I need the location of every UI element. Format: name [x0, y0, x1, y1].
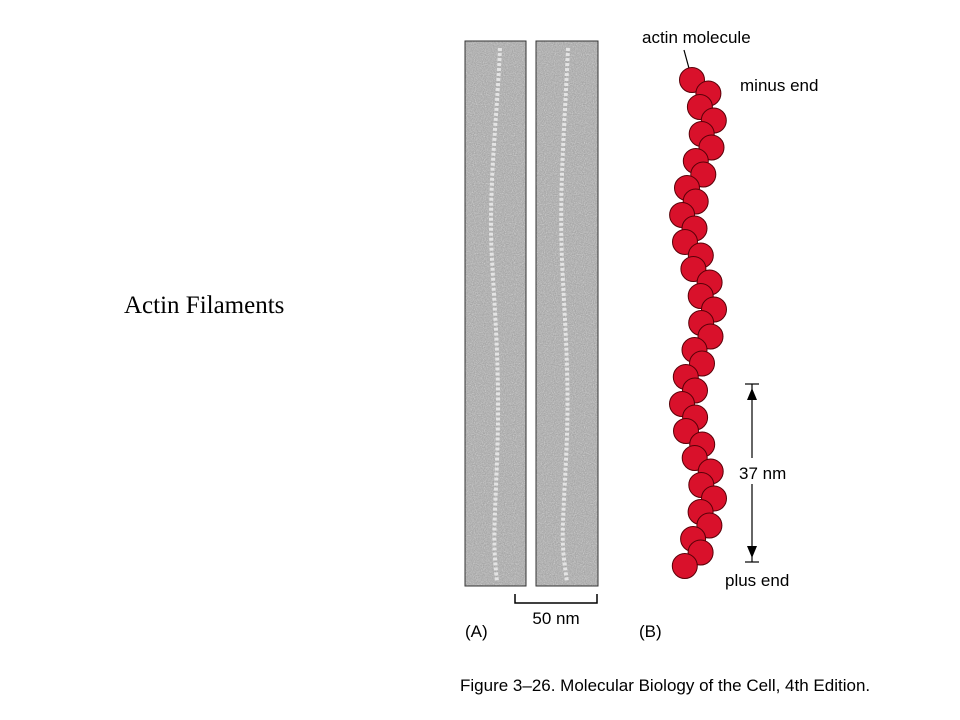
repeat-arrowhead-up	[747, 388, 757, 400]
actin-model-panel-b: actin molecule minus end 37 nm plus end …	[639, 28, 818, 641]
minus-end-label: minus end	[740, 76, 818, 95]
repeat-label-background	[734, 458, 806, 484]
micrograph-left-border	[464, 40, 527, 587]
slide-title: Actin Filaments	[124, 292, 285, 319]
repeat-arrowhead-down	[747, 546, 757, 558]
actin-molecule-label: actin molecule	[642, 28, 751, 47]
figure-caption: Figure 3–26. Molecular Biology of the Ce…	[460, 676, 871, 695]
panel-b-label: (B)	[639, 622, 662, 641]
micrograph-panel-a: 50 nm (A)	[464, 40, 599, 641]
actin-subunit	[671, 553, 698, 579]
micrograph-right-border	[535, 40, 599, 587]
plus-end-label: plus end	[725, 571, 789, 590]
repeat-length-label: 37 nm	[739, 464, 786, 483]
micrograph-right-grain	[536, 41, 598, 586]
actin-subunit-helix	[669, 67, 727, 579]
scale-bar-label: 50 nm	[532, 609, 579, 628]
panel-a-label: (A)	[465, 622, 488, 641]
scale-bar-bracket	[514, 594, 598, 604]
